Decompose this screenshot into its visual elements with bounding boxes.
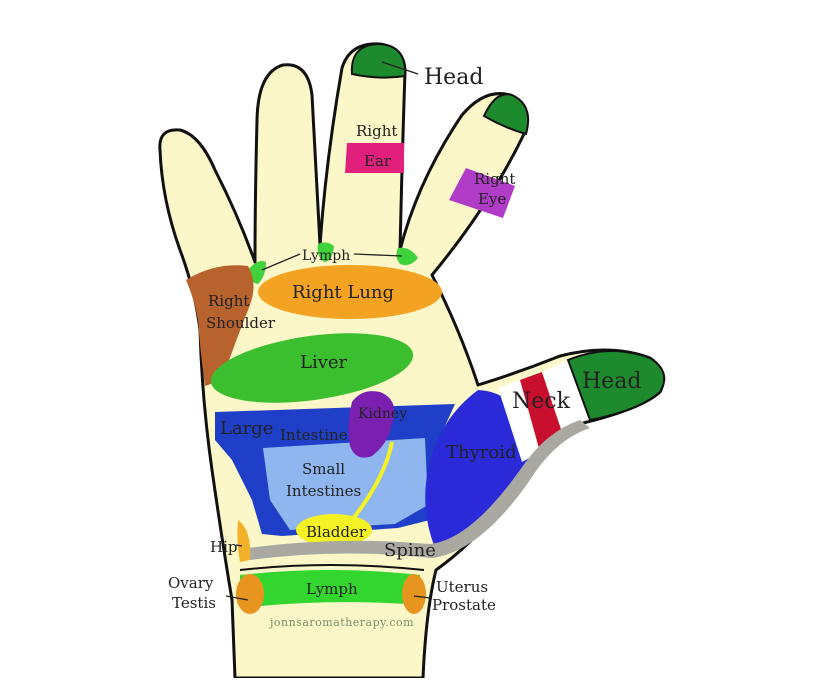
wrist-lymph-zone	[240, 570, 420, 608]
intestines-label: Intestines	[286, 482, 361, 500]
spine-label: Spine	[384, 540, 436, 561]
eye-label: Eye	[478, 190, 506, 208]
large-label: Large	[220, 418, 273, 439]
right-lung-label: Right Lung	[292, 282, 394, 303]
bladder-label: Bladder	[306, 523, 367, 541]
spine-zone	[248, 420, 590, 560]
hip-zone	[237, 520, 251, 562]
head-fingertip-zone	[350, 42, 407, 79]
wrist-crease-line	[239, 564, 425, 571]
leader-lines	[225, 61, 431, 601]
right-shoulder-zone	[186, 265, 254, 386]
neck-label: Neck	[512, 389, 571, 414]
website-credit: jonnsaromatherapy.com	[268, 616, 414, 629]
testis-label: Testis	[172, 594, 216, 612]
head-finger-label: Head	[424, 65, 483, 90]
head-fingertip-zone-index	[482, 93, 530, 136]
ear-zone	[345, 143, 404, 173]
ovary-label: Ovary	[168, 574, 214, 592]
shoulder-label: Shoulder	[206, 314, 276, 332]
small-label: Small	[302, 460, 345, 478]
neck-zone-white-right	[542, 360, 590, 432]
liver-label: Liver	[300, 352, 348, 373]
hip-label: Hip	[210, 538, 237, 556]
liver-zone	[210, 333, 414, 403]
wrist-lymph-label: Lymph	[306, 580, 358, 598]
head-thumb-label: Head	[582, 369, 641, 394]
thyroid-label: Thyroid	[446, 442, 517, 463]
neck-zone	[520, 372, 562, 452]
eye-right-label: Right	[474, 170, 515, 188]
bladder-zone	[296, 514, 372, 546]
ovary-testis-zone	[236, 574, 264, 614]
thyroid-zone	[425, 390, 534, 548]
eye-zone	[449, 168, 515, 218]
neck-zone-white-left	[498, 380, 540, 462]
head-thumb-zone	[566, 350, 666, 422]
intestine-label: Intestine	[280, 426, 348, 444]
kidney-zone	[348, 391, 395, 458]
lymph-zone-middle	[317, 242, 334, 262]
uterus-label: Uterus	[436, 578, 488, 596]
ear-right-label: Right	[356, 122, 397, 140]
ureter-line	[350, 441, 394, 522]
prostate-label: Prostate	[432, 596, 496, 614]
shoulder-right-label: Right	[208, 292, 249, 310]
lymph-top-label: Lymph	[302, 248, 350, 264]
ear-label: Ear	[364, 152, 392, 170]
lymph-zone-right	[396, 247, 418, 266]
kidney-label: Kidney	[358, 406, 407, 422]
uterus-prostate-zone	[402, 574, 426, 614]
right-lung-zone	[258, 265, 442, 319]
